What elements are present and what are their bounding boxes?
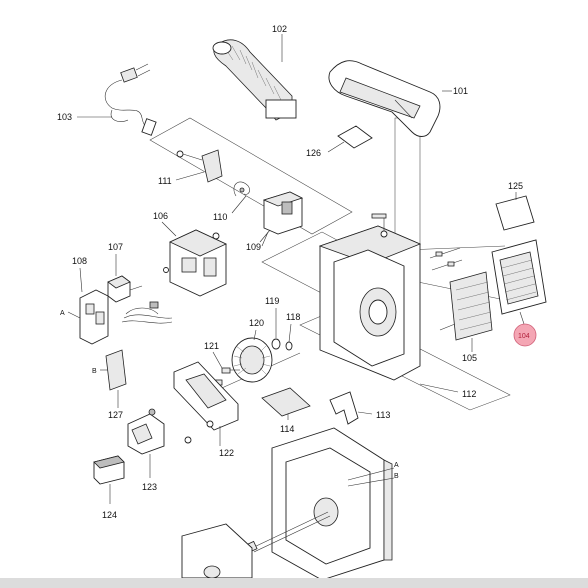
callout-101: 101 — [453, 86, 468, 96]
bottom-scroll-bar[interactable] — [0, 578, 588, 588]
callout-114: 114 — [280, 424, 294, 434]
part-118-clip — [285, 341, 293, 351]
callout-112: 112 — [462, 389, 476, 399]
part-107-relay — [107, 275, 143, 303]
callout-109: 109 — [246, 242, 261, 252]
part-123-thermostat — [127, 408, 165, 455]
part-112-main-housing — [318, 213, 422, 381]
callout-113: 113 — [376, 410, 390, 420]
part-124-switch-cap — [93, 455, 125, 485]
callout-108: 108 — [72, 256, 87, 266]
part-125-plate — [495, 195, 535, 231]
part-120-fan-wheel — [231, 337, 273, 383]
part-106-control-box — [163, 229, 227, 297]
part-105-filter-pad — [449, 271, 493, 341]
callout-104-highlight[interactable]: 104 — [513, 311, 537, 347]
ref-b-right: B — [394, 473, 399, 480]
ref-a-right: A — [394, 462, 399, 469]
reference-letters: A B A B — [60, 310, 399, 480]
callout-105: 105 — [462, 353, 477, 363]
callout-111: 111 — [158, 176, 172, 186]
ref-b-left: B — [92, 368, 97, 375]
part-102-duct-hose — [212, 39, 297, 121]
part-104-intake-grille — [491, 239, 547, 315]
part-111-switch-bracket — [176, 149, 223, 183]
part-126-label — [337, 125, 373, 149]
callout-122: 122 — [219, 448, 234, 458]
callout-125: 125 — [508, 181, 523, 191]
part-122-motor-bracket — [173, 361, 239, 444]
part-108-circuit-board — [67, 289, 109, 345]
callout-118: 118 — [286, 312, 300, 322]
part-114-insulation-sheet — [261, 387, 311, 417]
callout-121: 121 — [204, 341, 219, 351]
callout-120: 120 — [249, 318, 264, 328]
callout-127: 127 — [108, 410, 123, 420]
part-127-bracket — [100, 349, 127, 391]
front-panel — [271, 427, 393, 581]
callout-102: 102 — [272, 24, 287, 34]
callout-119: 119 — [265, 296, 279, 306]
callout-126: 126 — [306, 148, 321, 158]
wire-harness — [121, 301, 173, 324]
callout-106: 106 — [153, 211, 168, 221]
callout-123: 123 — [142, 482, 157, 492]
callout-107: 107 — [108, 242, 123, 252]
part-109-transformer — [261, 191, 304, 247]
bottom-plate — [181, 523, 253, 579]
callout-103: 103 — [57, 112, 72, 122]
highlight-badge[interactable] — [513, 323, 537, 347]
part-103-power-cord — [104, 63, 157, 136]
callout-110: 110 — [213, 212, 227, 222]
part-110-sensor-wire — [233, 181, 250, 197]
ref-a-left: A — [60, 310, 65, 317]
callout-104: 104 — [518, 333, 530, 340]
callout-labels: 102 101 103 126 111 125 110 106 109 107 … — [57, 24, 523, 520]
part-113-clip — [329, 391, 359, 425]
callout-124: 124 — [102, 510, 117, 520]
part-119-washer — [271, 338, 281, 350]
part-101-top-cover — [328, 60, 441, 137]
